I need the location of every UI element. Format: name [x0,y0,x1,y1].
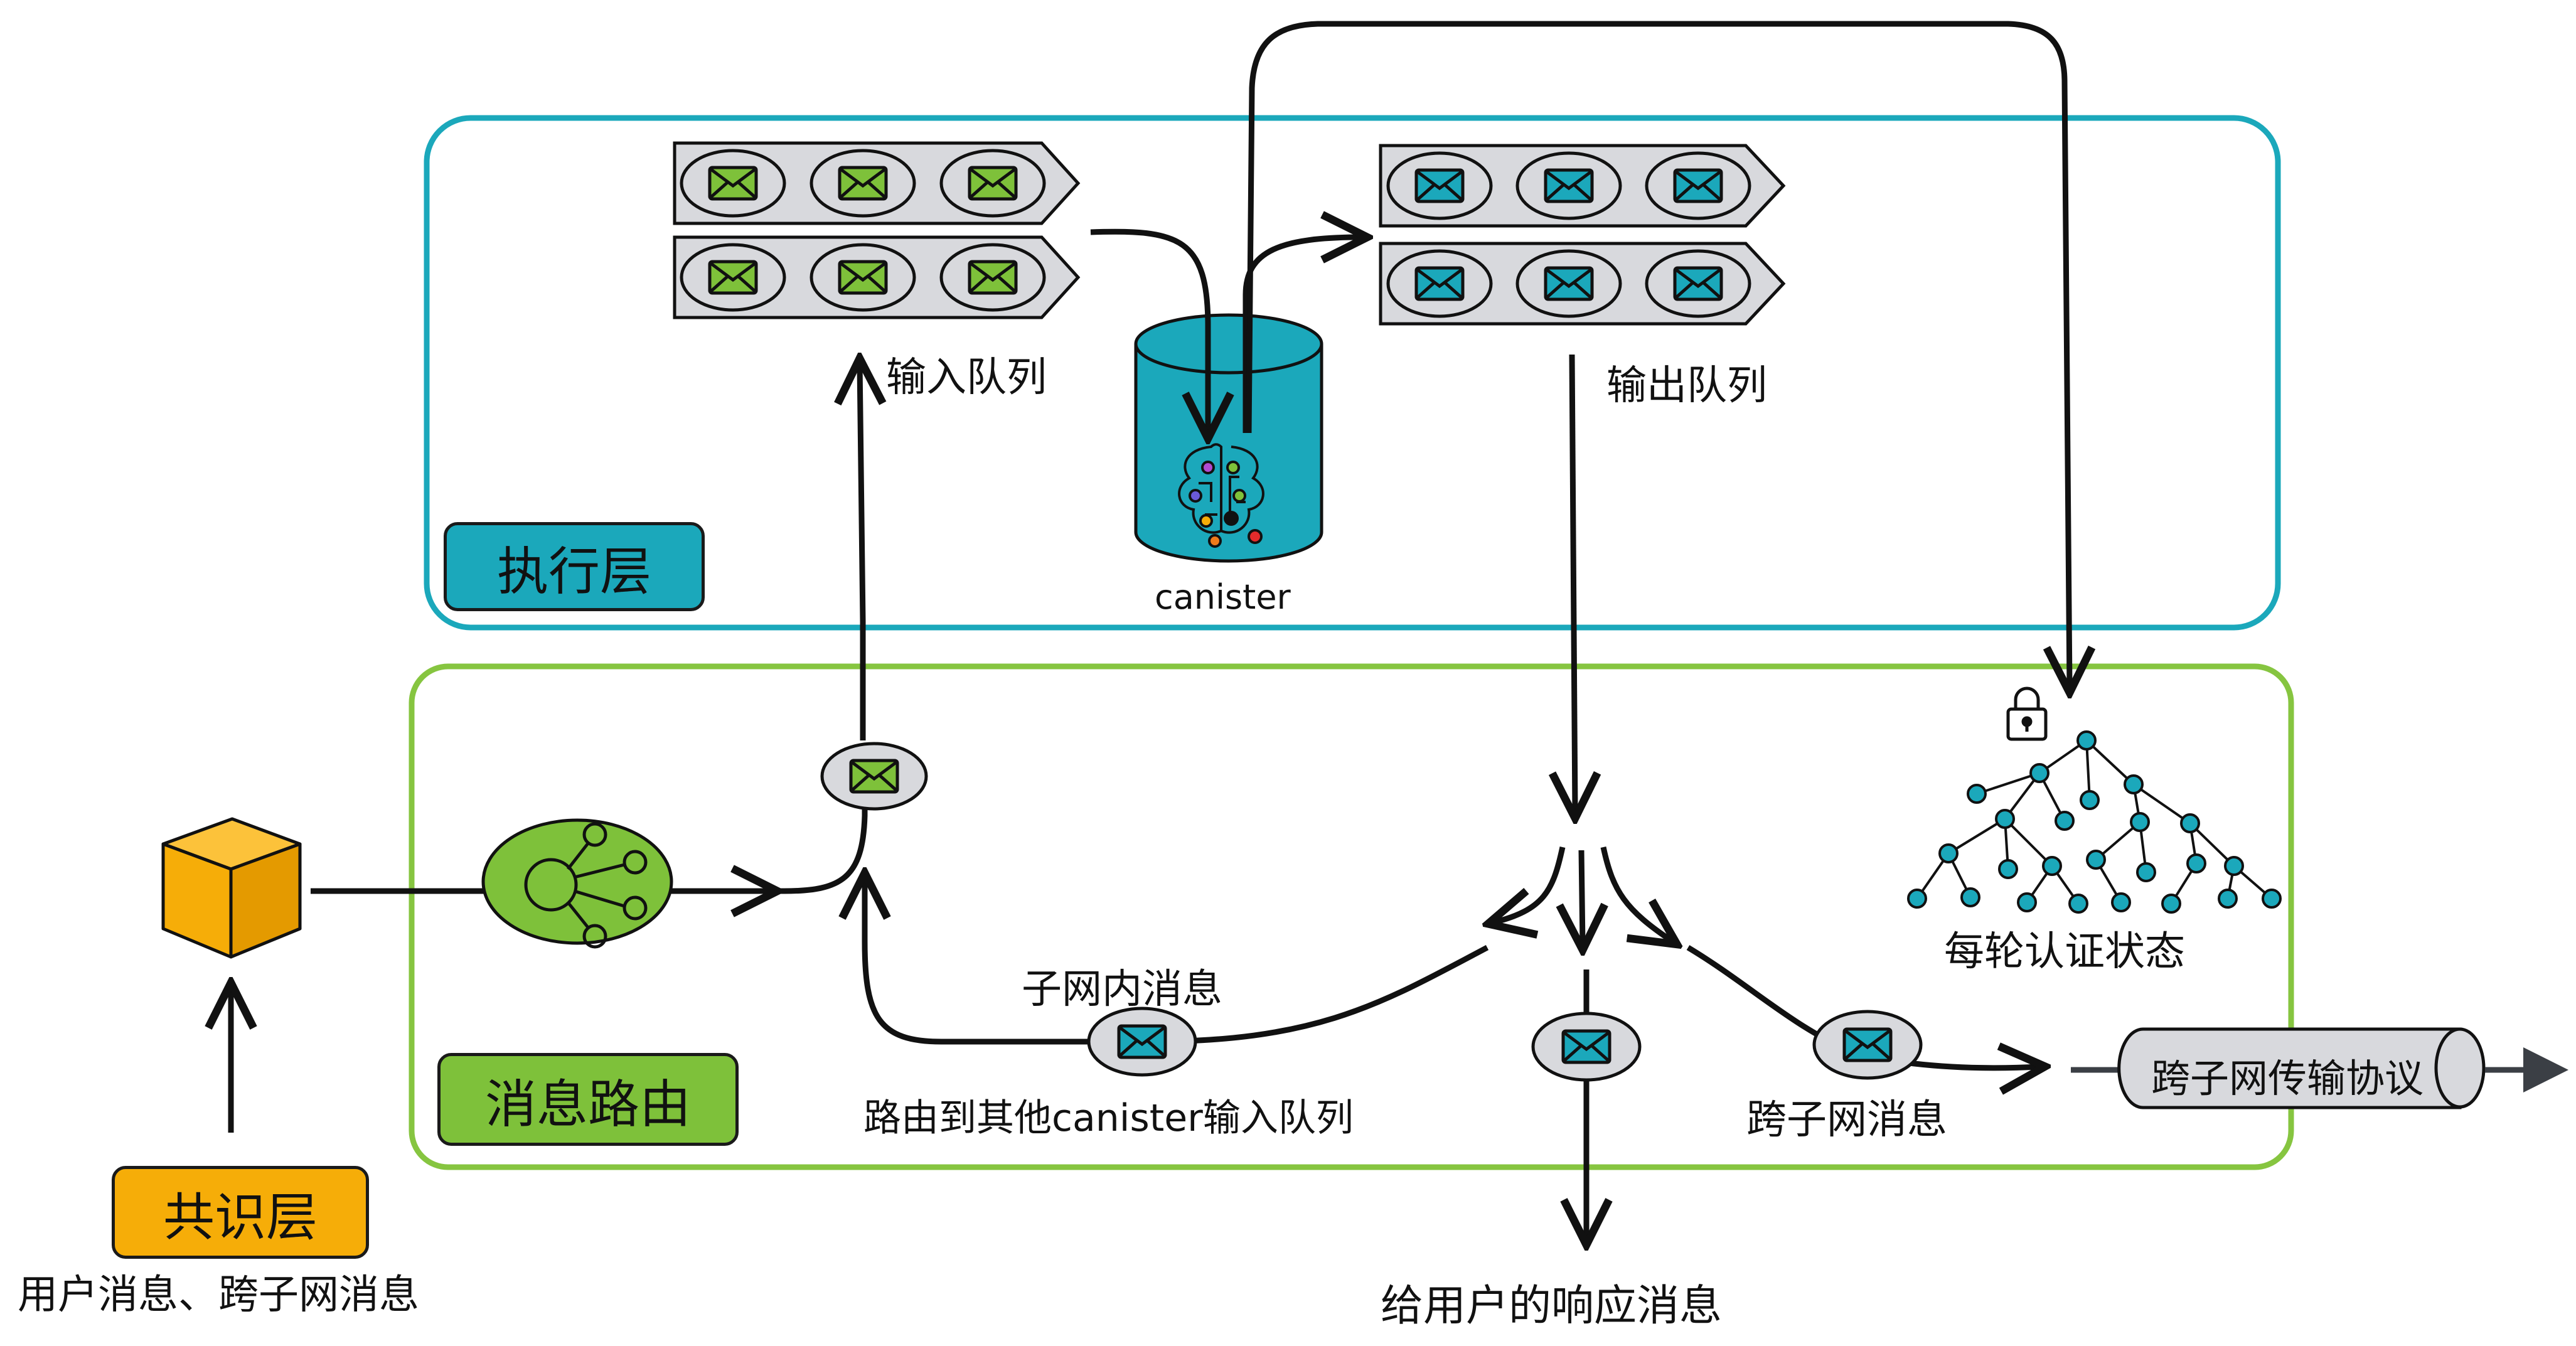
output-queue-label: 输出队列 [1606,363,1767,409]
brain-circuit-icon [1178,443,1264,548]
user-response-label: 给用户的响应消息 [1381,1281,1723,1331]
route-to-canister-label: 路由到其他canister输入队列 [863,1096,1354,1140]
output-queue-down-arrow [1572,354,1575,813]
routing-to-input-arrow [709,797,868,894]
canister-label: canister [1155,577,1291,617]
certified-state-label: 每轮认证状态 [1944,929,2185,975]
envelope-icon [851,761,897,792]
consensus-input-label: 用户消息、跨子网消息 [18,1272,419,1318]
canister-to-certified-state-arrow [1246,21,2070,687]
input-queue-label: 输入队列 [886,355,1047,401]
routing-to-input-queue-arrow [860,364,863,740]
input-to-canister-arrow [1090,228,1208,433]
execution-layer-box [424,115,2281,631]
xnet-protocol-label: 跨子网传输协议 [2151,1055,2424,1101]
envelope-icon [1563,1031,1610,1062]
execution-layer-tag: 执行层 [444,522,705,611]
xnet-protocol-pipe [2117,1027,2462,1109]
consensus-layer-tag: 共识层 [112,1166,369,1259]
lock-icon [2006,686,2048,741]
canister-to-output-arrow [1243,237,1362,433]
input-queue-messages [680,149,1046,312]
envelope-icon [1844,1029,1891,1060]
envelope-icon [1119,1026,1165,1057]
split-right-arrow [1600,847,1672,941]
xnet-pipe-cap [2434,1027,2486,1109]
split-left-arrow [1494,847,1566,922]
split-down-arrow [1581,850,1583,944]
xnet-message-label: 跨子网消息 [1746,1097,1947,1143]
cube-icon [161,817,302,959]
hub-icon [524,822,648,949]
intra-subnet-label: 子网内消息 [1022,966,1222,1013]
merkle-tree-icon [1907,730,2282,914]
canister-cylinder [1134,313,1323,563]
output-queue-messages [1386,151,1751,318]
routing-layer-tag: 消息路由 [437,1053,739,1146]
routing-layer-box [409,663,2294,1170]
